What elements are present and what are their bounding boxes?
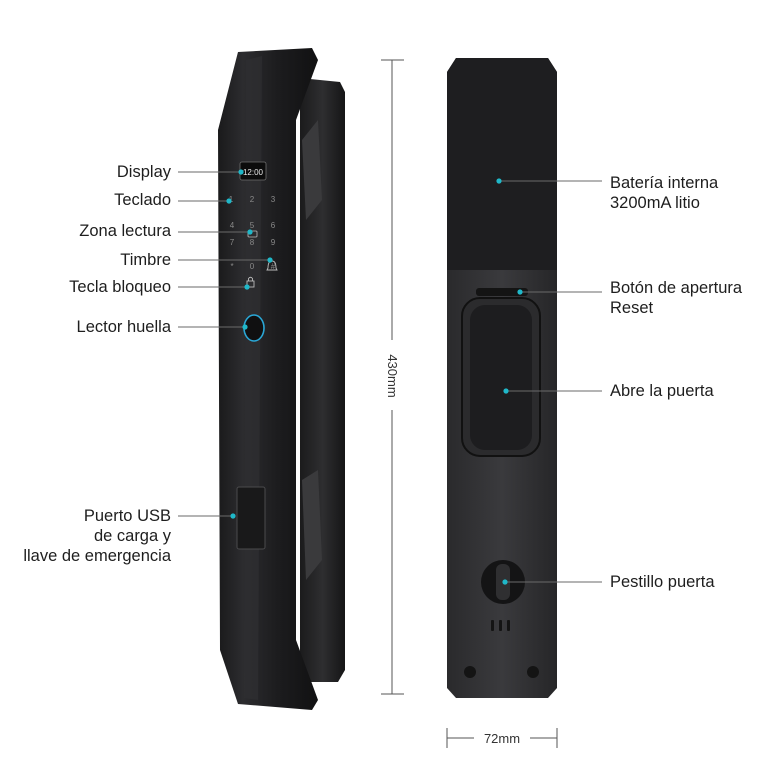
label-timbre: Timbre xyxy=(120,251,171,269)
label-boton-line2: Reset xyxy=(610,299,654,317)
height-label: 430mm xyxy=(385,354,400,397)
width-label: 72mm xyxy=(484,731,520,746)
key-4: 4 xyxy=(230,221,235,230)
width-dimension xyxy=(446,728,558,748)
label-bateria-line1: Batería interna xyxy=(610,174,719,192)
label-bateria-line2: 3200mA litio xyxy=(610,194,700,212)
label-puerto-usb-line2: de carga y xyxy=(93,527,171,545)
dot-display xyxy=(238,169,244,175)
front-lock: 12:00 1 2 3 4 5 6 7 8 9 * 0 # xyxy=(218,48,345,710)
battery-cover xyxy=(447,58,557,270)
label-bateria: Batería interna 3200mA litio xyxy=(610,173,718,213)
screen-time: 12:00 xyxy=(243,168,264,177)
front-callouts xyxy=(178,169,273,519)
key-7: 7 xyxy=(230,238,235,247)
usb-cover xyxy=(236,486,266,550)
dot-pestillo xyxy=(502,579,508,585)
screw-right xyxy=(527,666,539,678)
key-2: 2 xyxy=(250,195,255,204)
dot-zona xyxy=(247,229,253,235)
label-display: Display xyxy=(116,163,171,181)
key-9: 9 xyxy=(271,238,276,247)
bell-icon xyxy=(266,260,278,271)
label-puerto-usb: Puerto USB de carga y llave de emergenci… xyxy=(23,506,171,566)
dot-abre xyxy=(503,388,509,394)
dot-huella xyxy=(242,324,248,330)
label-abre-puerta: Abre la puerta xyxy=(610,382,714,400)
dot-timbre xyxy=(267,257,273,263)
key-6: 6 xyxy=(271,221,276,230)
dot-usb xyxy=(230,513,236,519)
label-zona-lectura: Zona lectura xyxy=(79,222,171,240)
key-hash: # xyxy=(271,262,276,271)
reset-button-slot xyxy=(476,288,528,296)
back-lock xyxy=(447,58,557,698)
speaker-grille xyxy=(491,620,510,631)
label-pestillo: Pestillo puerta xyxy=(610,573,715,591)
label-tecla-bloqueo: Tecla bloqueo xyxy=(69,278,171,296)
key-3: 3 xyxy=(271,195,276,204)
label-lector-huella: Lector huella xyxy=(76,318,171,336)
label-boton-apertura: Botón de apertura Reset xyxy=(610,278,742,318)
lock-key-icon xyxy=(246,280,255,288)
key-star: * xyxy=(230,262,233,271)
back-callouts xyxy=(496,178,602,585)
key-8: 8 xyxy=(250,238,255,247)
label-boton-line1: Botón de apertura xyxy=(610,279,743,297)
dot-bateria xyxy=(496,178,502,184)
dot-bloqueo xyxy=(244,284,250,290)
key-5: 5 xyxy=(250,221,255,230)
height-dimension xyxy=(381,59,404,695)
card-reader-icon xyxy=(247,230,258,238)
dot-teclado xyxy=(226,198,232,204)
key-1: 1 xyxy=(229,195,234,204)
label-teclado: Teclado xyxy=(114,191,171,209)
label-puerto-usb-line3: llave de emergencia xyxy=(23,547,171,565)
front-keypad: 1 2 3 4 5 6 7 8 9 * 0 # xyxy=(229,195,276,271)
screw-left xyxy=(464,666,476,678)
dot-boton xyxy=(517,289,523,295)
label-puerto-usb-line1: Puerto USB xyxy=(83,507,171,525)
key-0: 0 xyxy=(250,262,255,271)
